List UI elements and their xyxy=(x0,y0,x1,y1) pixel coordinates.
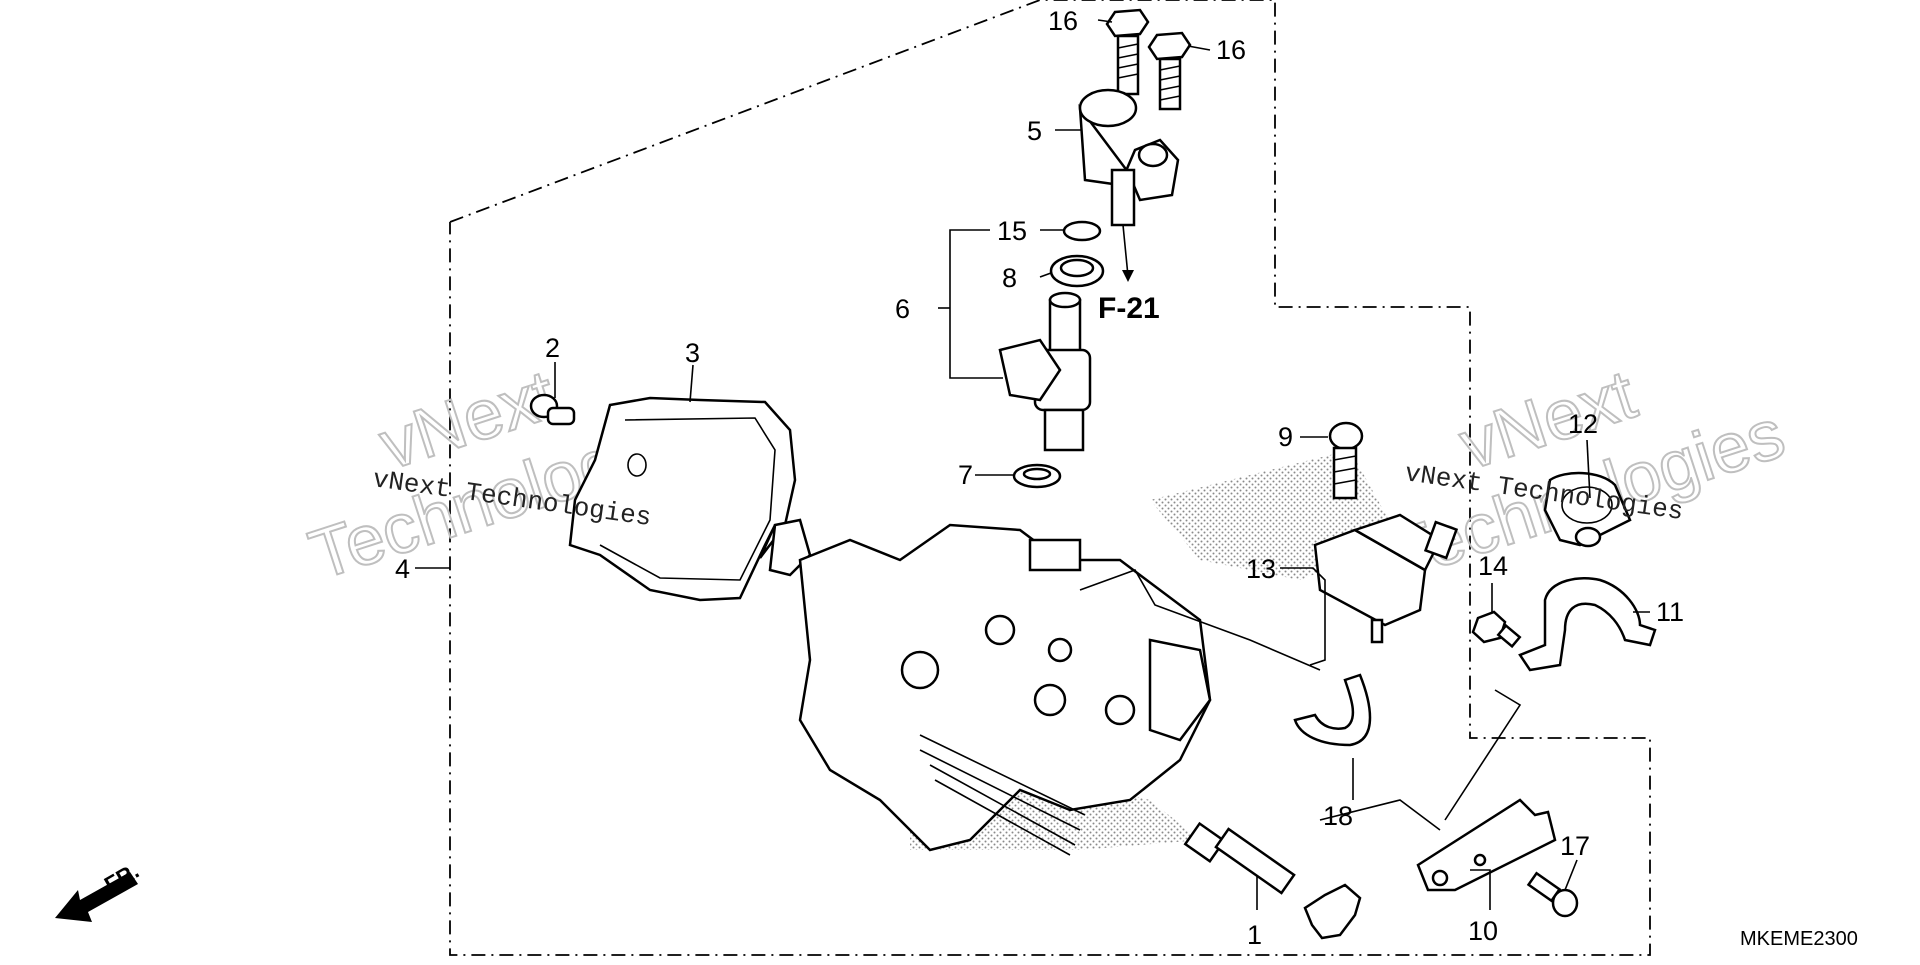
throttle-body-part-4 xyxy=(798,523,1212,856)
callout-5: 5 xyxy=(1027,116,1042,146)
callout-16-left: 16 xyxy=(1048,6,1078,36)
callout-14: 14 xyxy=(1478,551,1508,581)
bolt-16-right xyxy=(1147,31,1192,111)
callout-7: 7 xyxy=(958,460,973,490)
grommet-part-2 xyxy=(529,393,576,426)
callout-2: 2 xyxy=(545,333,560,363)
o-ring-part-15 xyxy=(1062,220,1102,242)
callout-16-right: 16 xyxy=(1216,35,1246,65)
bracket-part-10 xyxy=(1416,798,1557,892)
callout-3: 3 xyxy=(685,338,700,368)
callout-10: 10 xyxy=(1468,916,1498,946)
callout-15: 15 xyxy=(997,216,1027,246)
fuel-joint-part-5 xyxy=(1078,88,1180,282)
front-direction-arrow: FR. xyxy=(55,858,143,922)
seal-ring-part-8 xyxy=(1049,254,1105,288)
fuel-injector-part-6 xyxy=(998,291,1092,452)
callout-1: 1 xyxy=(1247,920,1262,950)
callout-11: 11 xyxy=(1656,597,1684,627)
vacuum-hose-part-18 xyxy=(1293,673,1372,747)
reference-label: F-21 xyxy=(1098,292,1160,325)
bolt-part-14 xyxy=(1471,610,1522,649)
adjust-screw-part-1 xyxy=(1183,821,1362,940)
screw-part-17 xyxy=(1526,871,1579,918)
leader-lines xyxy=(415,19,1650,910)
bolt-16-left xyxy=(1105,8,1150,96)
callout-6: 6 xyxy=(895,294,910,324)
callout-9: 9 xyxy=(1278,422,1293,452)
callout-4: 4 xyxy=(395,554,410,584)
screw-part-9 xyxy=(1328,421,1364,500)
map-sensor-part-13 xyxy=(1313,513,1459,644)
drawing-code: MKEME2300 xyxy=(1740,928,1858,950)
callout-13: 13 xyxy=(1246,554,1276,584)
callout-12: 12 xyxy=(1568,409,1598,439)
callout-18: 18 xyxy=(1323,801,1353,831)
clip-part-12 xyxy=(1543,471,1632,548)
callout-8: 8 xyxy=(1002,263,1017,293)
o-ring-part-7 xyxy=(1012,463,1062,489)
clamp-part-11 xyxy=(1518,576,1657,672)
callout-17: 17 xyxy=(1560,831,1590,861)
